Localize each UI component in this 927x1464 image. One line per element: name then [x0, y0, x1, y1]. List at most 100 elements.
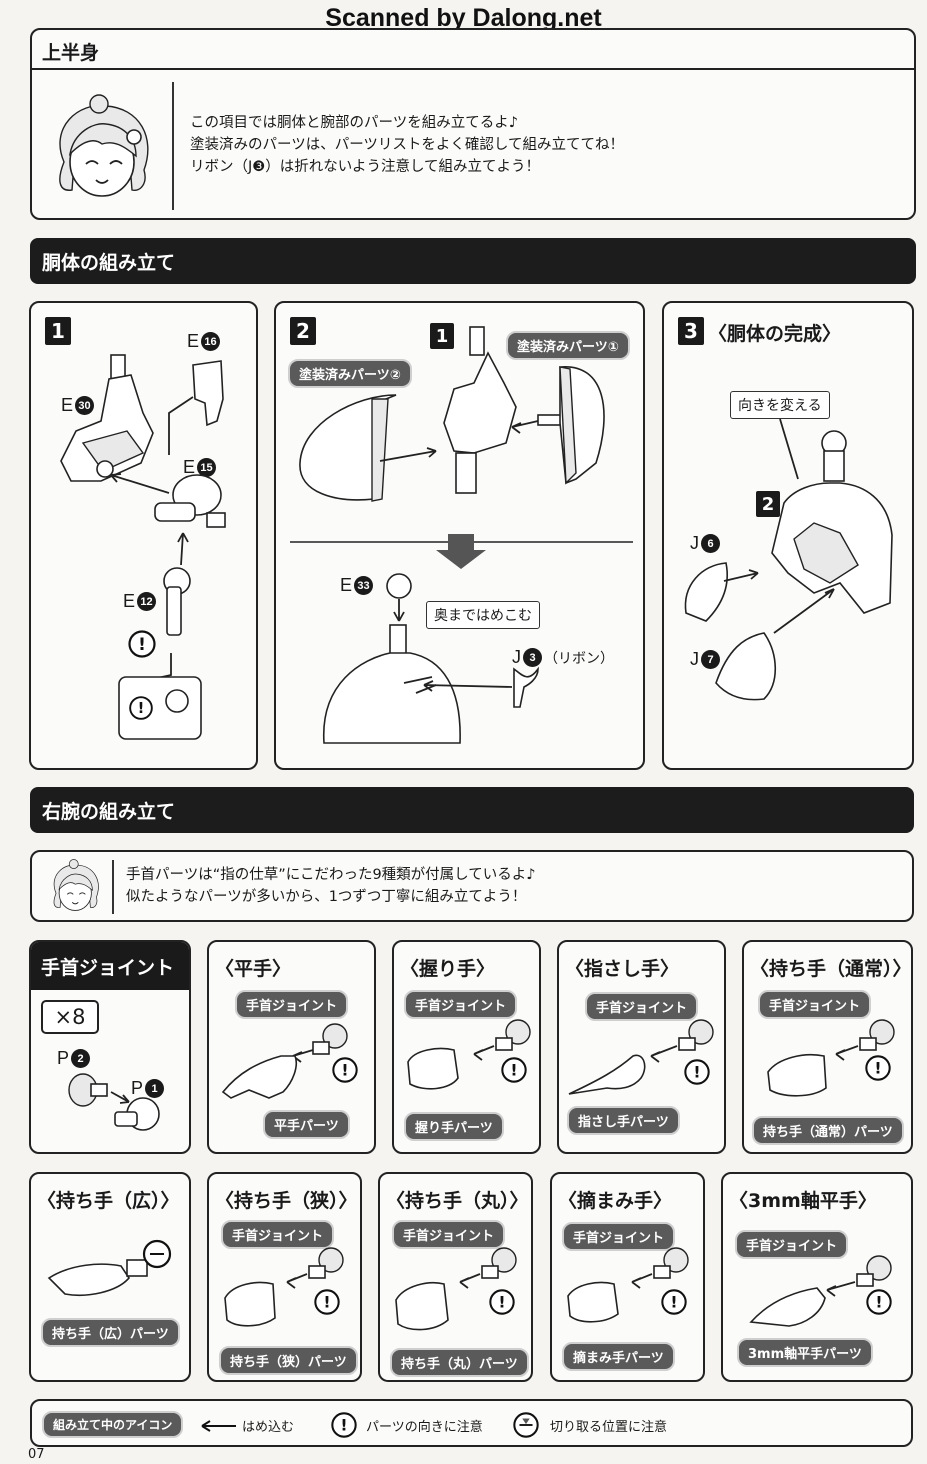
- character-face-icon: [53, 859, 99, 911]
- hand-panel-flat: 〈平手〉 手首ジョイント 平手パーツ !: [207, 940, 376, 1154]
- hand-title-3mm-flat: 〈3mm軸平手〉: [729, 1190, 877, 1212]
- legend-orientation: パーツの向きに注意: [366, 1420, 483, 1435]
- step3-diagram: [684, 418, 893, 701]
- upper-body-title: 上半身: [42, 42, 100, 64]
- tag-wrist-joint: 手首ジョイント: [392, 1220, 506, 1249]
- tag-wrist-joint: 手首ジョイント: [585, 992, 699, 1021]
- arm-line-1: 手首パーツは“指の仕草”にこだわった9種類が付属しているよ♪: [126, 867, 536, 883]
- tag-painted-part-2: 塗装済みパーツ②: [288, 359, 412, 388]
- tag-wrist-joint: 手首ジョイント: [235, 990, 349, 1019]
- tag-grip-narrow-part: 持ち手（狭）パーツ: [219, 1346, 358, 1375]
- caution-icon: !: [489, 1289, 515, 1315]
- step-2-sub-number: 1: [430, 323, 454, 349]
- tag-grip-wide-part: 持ち手（広）パーツ: [41, 1318, 180, 1347]
- tag-fist-part: 握り手パーツ: [404, 1112, 504, 1141]
- upper-line-3: リボン（J❸）は折れないよう注意して組み立てよう！: [190, 159, 541, 175]
- wrist-count: ×8: [41, 1000, 99, 1034]
- column-divider: [172, 82, 174, 210]
- step-1-number: 1: [45, 317, 71, 345]
- step-2-number: 2: [290, 317, 316, 345]
- caution-icon: !: [684, 1059, 710, 1085]
- arm-section-header: 右腕の組み立て: [30, 787, 914, 833]
- tag-grip-normal-part: 持ち手（通常）パーツ: [752, 1116, 904, 1145]
- hand-panel-3mm-flat: 〈3mm軸平手〉 手首ジョイント 3mm軸平手パーツ !: [721, 1172, 913, 1382]
- tag-wrist-joint: 手首ジョイント: [404, 990, 518, 1019]
- hand-panel-grip-wide: 〈持ち手（広）〉 持ち手（広）パーツ: [29, 1172, 191, 1382]
- legend-label: 組み立て中のアイコン: [42, 1411, 184, 1438]
- step2-diagram: [290, 326, 633, 744]
- legend-insert: はめ込む: [242, 1420, 295, 1435]
- caution-icon: !: [128, 630, 156, 658]
- cut-position-icon: [513, 1412, 539, 1438]
- title-divider: [32, 68, 914, 70]
- grip-normal-hand-diagram: [767, 1019, 895, 1097]
- svg-text:!: !: [874, 1059, 881, 1078]
- caution-icon: !: [332, 1057, 358, 1083]
- hand-title-fist: 〈握り手〉: [400, 958, 496, 980]
- tag-flat-part: 平手パーツ: [263, 1110, 350, 1139]
- hand-title-grip-narrow: 〈持ち手（狭）〉: [215, 1190, 358, 1212]
- torso-section-header: 胴体の組み立て: [30, 238, 916, 284]
- caution-icon: !: [129, 696, 153, 720]
- hand-title-grip-wide: 〈持ち手（広）〉: [37, 1190, 180, 1212]
- callout-change-direction: 向きを変える: [730, 391, 830, 419]
- wrist-joint-title: 手首ジョイント: [31, 942, 189, 990]
- step1-diagram: [60, 354, 226, 740]
- hand-title-grip-round: 〈持ち手（丸）〉: [386, 1190, 529, 1212]
- fist-hand-diagram: [407, 1019, 531, 1090]
- upper-line-2: 塗装済みのパーツは、パーツリストをよく確認して組み立ててね！: [190, 137, 624, 153]
- hand-title-pointing: 〈指さし手〉: [565, 958, 680, 980]
- legend-cut: 切り取る位置に注意: [550, 1420, 668, 1435]
- tag-pointing-part: 指さし手パーツ: [567, 1106, 680, 1135]
- hand-title-flat: 〈平手〉: [215, 958, 292, 980]
- step-3-sub-number: 2: [756, 491, 780, 517]
- wrist-joint-parts: [68, 1073, 160, 1131]
- caution-icon: !: [866, 1289, 892, 1315]
- hand-title-grip-normal: 〈持ち手（通常）〉: [750, 958, 912, 980]
- hand-panel-grip-round: 〈持ち手（丸）〉 手首ジョイント 持ち手（丸）パーツ !: [378, 1172, 533, 1382]
- grip-narrow-hand-diagram: [224, 1247, 344, 1327]
- icon-legend: 組み立て中のアイコン はめ込む ! パーツの向きに注意 切り取る位置に注意: [30, 1399, 913, 1447]
- svg-text:!: !: [323, 1293, 330, 1312]
- torso-complete-title: 〈胴体の完成〉: [708, 323, 842, 345]
- svg-text:!: !: [340, 1416, 347, 1435]
- caution-icon: !: [501, 1057, 527, 1083]
- column-divider: [112, 860, 114, 914]
- watermark: Scanned by Dalong.net: [325, 4, 602, 32]
- tag-wrist-joint: 手首ジョイント: [758, 990, 872, 1019]
- svg-text:!: !: [498, 1293, 505, 1312]
- svg-text:!: !: [341, 1061, 348, 1080]
- arm-line-2: 似たようなパーツが多いから、1つずつ丁寧に組み立てよう！: [126, 889, 527, 905]
- caution-icon: !: [661, 1289, 687, 1315]
- tag-pinch-part: 摘まみ手パーツ: [562, 1342, 675, 1371]
- svg-text:!: !: [670, 1293, 677, 1312]
- page-number: 07: [28, 1447, 45, 1462]
- svg-text:!: !: [510, 1061, 517, 1080]
- tag-wrist-joint: 手首ジョイント: [221, 1220, 335, 1249]
- tag-grip-round-part: 持ち手（丸）パーツ: [390, 1348, 529, 1377]
- svg-text:!: !: [138, 700, 145, 717]
- hand-title-pinch: 〈摘まみ手〉: [558, 1190, 673, 1212]
- hand-panel-fist: 〈握り手〉 手首ジョイント 握り手パーツ !: [392, 940, 541, 1154]
- pointing-hand-diagram: [568, 1019, 714, 1095]
- hand-panel-pinch: 〈摘まみ手〉 手首ジョイント 摘まみ手パーツ !: [550, 1172, 705, 1382]
- grip-round-hand-diagram: [395, 1247, 517, 1331]
- hand-panel-grip-narrow: 〈持ち手（狭）〉 手首ジョイント 持ち手（狭）パーツ !: [207, 1172, 362, 1382]
- pinch-hand-diagram: [567, 1247, 689, 1323]
- character-face-icon: [59, 94, 149, 197]
- flat-hand-diagram: [221, 1023, 348, 1099]
